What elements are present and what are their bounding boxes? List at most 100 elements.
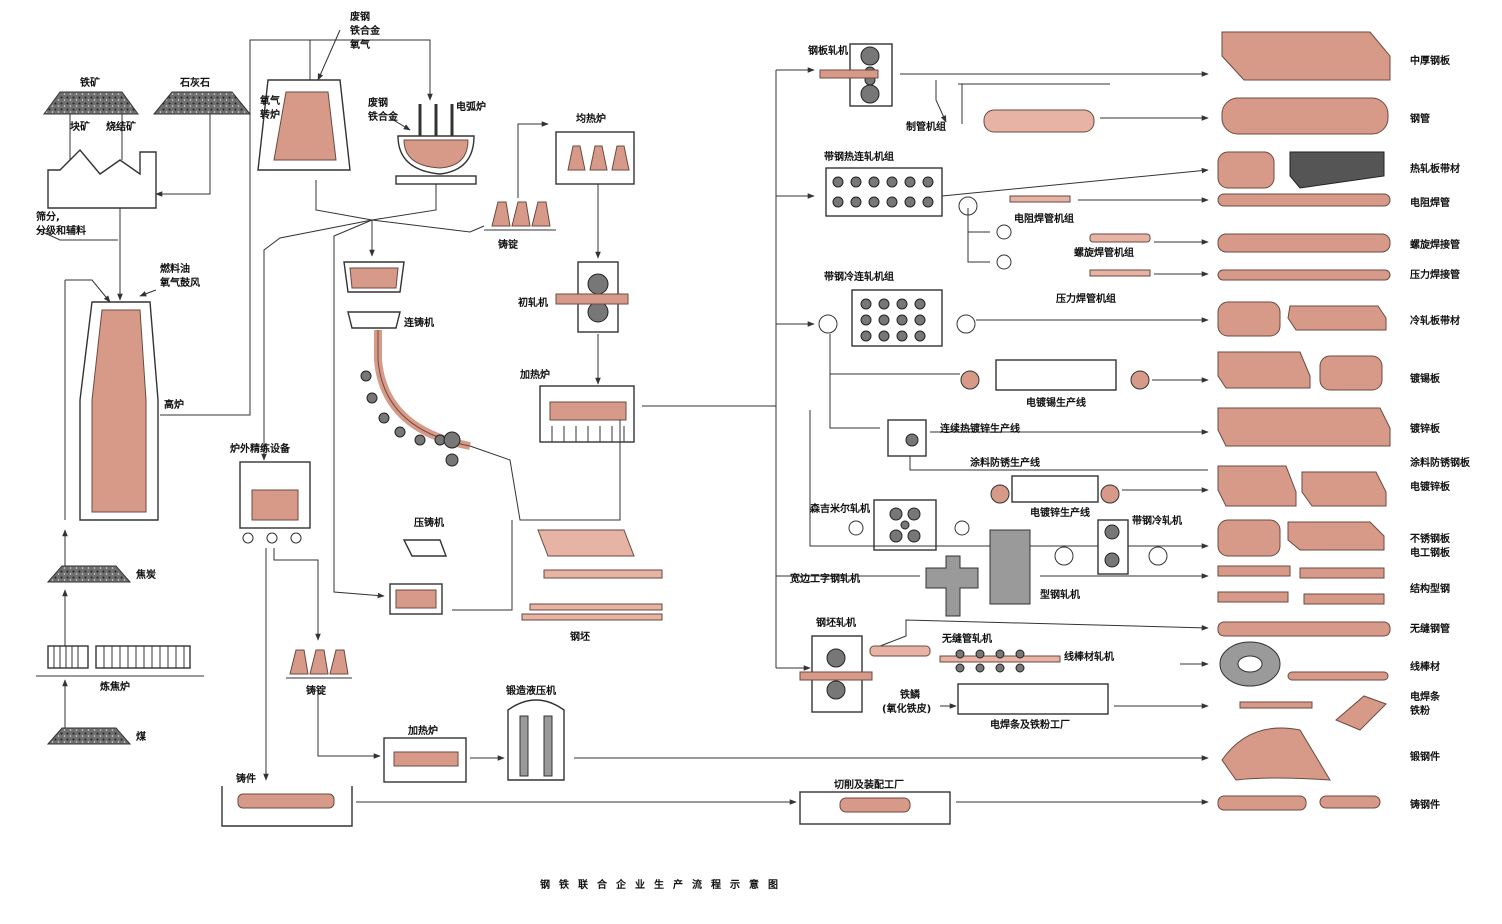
label-electrode-plant: 电焊条及铁粉工厂 [990, 718, 1070, 731]
label-coal: 煤 [136, 730, 146, 743]
pressure-casting [389, 520, 513, 615]
coke-pile [46, 565, 132, 583]
label-zinc-line: 电镀锌生产线 [1030, 506, 1090, 519]
forging-press [507, 699, 1209, 781]
coal-pile [46, 727, 132, 745]
product-label-1: 钢管 [1410, 112, 1430, 125]
hot-strip-mill [825, 167, 1209, 263]
label-lump-ore: 块矿 [70, 120, 90, 133]
product-label-0: 中厚钢板 [1410, 54, 1451, 67]
label-bof-in-3: 氧气 [349, 38, 370, 51]
label-cold-mill: 带钢冷轧机 [1132, 514, 1182, 527]
product-label-19: 铸钢件 [1410, 798, 1440, 811]
label-ingot-1: 铸锭 [498, 238, 518, 251]
label-plate-mill: 钢板轧机 [808, 44, 848, 57]
label-forging-press: 锻造液压机 [506, 684, 556, 697]
label-scale-1: 铁鳞 [900, 688, 921, 701]
label-bof-in-2: 铁合金 [350, 24, 381, 37]
label-blooming-mill: 初轧机 [518, 296, 548, 309]
coke-and-coal [36, 529, 204, 745]
label-section-mill: 型钢轧机 [1040, 588, 1080, 601]
label-h-beam-mill: 宽边工字钢轧机 [789, 572, 860, 585]
label-soaking-pit: 均热炉 [576, 112, 606, 125]
label-billet: 钢坯 [570, 630, 590, 643]
label-sinter: 烧结矿 [106, 120, 136, 133]
label-coke: 焦炭 [135, 568, 156, 581]
product-label-15: 线棒材 [1410, 660, 1440, 673]
product-images [1217, 31, 1391, 811]
label-scale-2: (氧化铁皮) [882, 702, 931, 715]
label-fuel-oil: 燃料油 [160, 262, 190, 275]
billet-products [521, 529, 663, 621]
blast-furnace [64, 39, 330, 521]
product-label-18: 锻钢件 [1410, 750, 1440, 763]
label-spiral-unit: 螺旋焊管机组 [1074, 246, 1134, 259]
label-screening-2: 分级和辅料 [36, 224, 86, 237]
label-seamless-mill: 无缝管轧机 [941, 632, 992, 645]
label-limestone: 石灰石 [179, 76, 210, 89]
cold-strip-mill [818, 289, 1209, 429]
label-erw-unit: 电阻焊管机组 [1014, 212, 1074, 225]
label-secondary-refining: 炉外精练设备 [230, 442, 291, 455]
section-mills [925, 529, 1209, 617]
label-bof-1: 氧气 [259, 94, 280, 107]
label-eaf: 电弧炉 [456, 100, 486, 113]
iron-ore-pile [43, 91, 139, 115]
label-eaf-in-1: 废钢 [368, 96, 388, 109]
product-label-16: 电焊条 [1410, 690, 1441, 703]
limestone-pile [152, 91, 252, 115]
reheating-furnace-1 [539, 385, 776, 443]
electric-arc-furnace [389, 104, 477, 185]
label-hot-strip: 带钢热连轧机组 [824, 150, 894, 163]
reheating-furnace-2 [383, 737, 505, 783]
diagram-caption: 钢铁联合企业生产流程示意图 [540, 878, 787, 891]
product-label-17: 铁粉 [1410, 704, 1430, 717]
label-iron-ore: 铁矿 [80, 76, 100, 89]
coating-lines [887, 359, 1209, 504]
label-pipe-unit: 制管机组 [906, 120, 946, 133]
product-label-3: 电阻焊管 [1410, 196, 1450, 209]
label-wire-mill: 线棒材轧机 [1064, 650, 1114, 663]
product-label-7: 镀锡板 [1410, 372, 1441, 385]
raw-materials [37, 91, 252, 301]
label-coke-oven: 炼焦炉 [100, 680, 130, 693]
label-screening-1: 筛分, [36, 210, 60, 223]
label-pressure-caster: 压铸机 [414, 516, 444, 529]
label-galv-line: 连续热镀锌生产线 [940, 422, 1020, 435]
label-casting: 铸件 [236, 772, 256, 785]
product-label-12: 电工钢板 [1410, 546, 1451, 559]
product-label-11: 不锈钢板 [1410, 532, 1451, 545]
label-continuous-caster: 连铸机 [404, 316, 434, 329]
label-bof-2: 转炉 [260, 108, 280, 121]
sendzimir-and-cold-mill [809, 410, 1209, 575]
label-sendzimir: 森吉米尔轧机 [809, 502, 870, 515]
pipe-mill [935, 80, 1209, 133]
ingot-group-1 [484, 121, 556, 231]
label-cold-strip: 带钢冷连轧机组 [824, 270, 894, 283]
sinter-plant [47, 148, 157, 209]
welded-pipe-units [996, 195, 1209, 277]
product-label-13: 结构型钢 [1410, 582, 1450, 595]
label-billet-mill: 钢坯轧机 [816, 616, 856, 629]
product-label-10: 电镀锌板 [1410, 480, 1451, 493]
product-label-9: 涂料防锈钢板 [1410, 456, 1471, 469]
product-label-2: 热轧板带材 [1410, 162, 1460, 175]
label-blast-furnace: 高炉 [164, 398, 184, 411]
label-tinning-line: 电镀锡生产线 [1026, 396, 1086, 409]
product-label-6: 冷轧板带材 [1410, 314, 1460, 327]
bof-converter [257, 29, 433, 171]
label-pressure-weld-unit: 压力焊管机组 [1056, 292, 1116, 305]
soaking-pit [555, 131, 635, 259]
plate-mill [819, 43, 1209, 107]
billet-mill [799, 619, 1209, 715]
secondary-refining [239, 461, 321, 781]
casting-and-machining [221, 786, 1209, 827]
blooming-mill [555, 261, 629, 385]
product-label-5: 压力焊接管 [1410, 268, 1460, 281]
label-machining: 切削及装配工厂 [834, 778, 904, 791]
label-ingot-2: 铸锭 [306, 684, 326, 697]
product-label-8: 镀锌板 [1410, 422, 1441, 435]
label-reheating-1: 加热炉 [519, 368, 550, 381]
